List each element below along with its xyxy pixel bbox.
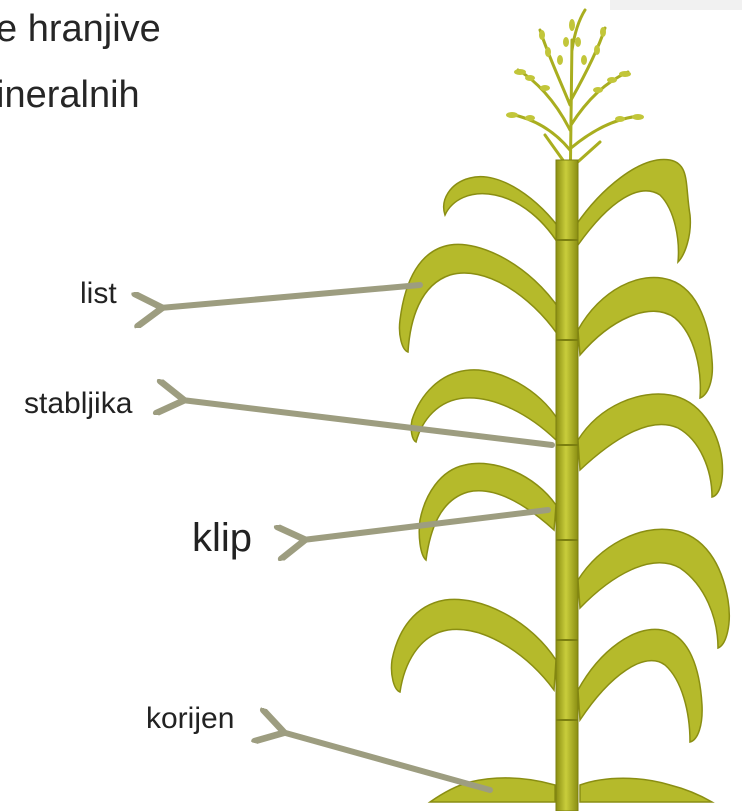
label-list: list	[80, 279, 117, 309]
arrow-stabljika	[182, 400, 552, 445]
leaf-right-5	[578, 629, 702, 742]
leaf-upper-left	[444, 177, 562, 250]
label-stabljika: stabljika	[24, 389, 132, 419]
label-korijen: korijen	[146, 704, 234, 734]
leaf-left-5	[391, 599, 556, 692]
stem	[556, 160, 578, 811]
arrow-list	[160, 285, 420, 308]
leaf-right-2	[578, 277, 712, 398]
leaf-upper-right	[576, 160, 690, 262]
root-leaf-right	[580, 778, 712, 802]
leaf-left-2	[399, 244, 560, 352]
label-klip: klip	[192, 518, 252, 558]
leaf-right-3	[578, 394, 723, 497]
arrow-korijen	[282, 732, 490, 790]
